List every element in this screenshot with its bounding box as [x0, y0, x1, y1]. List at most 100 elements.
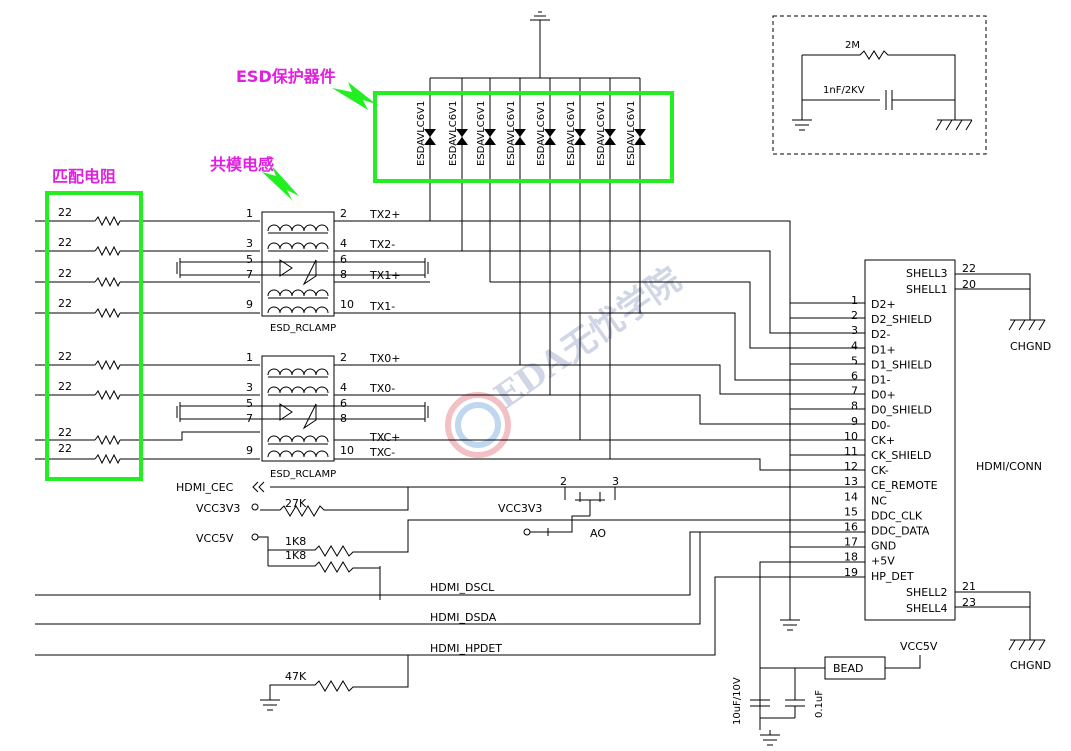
- watermark-text: EDA无忧学院: [487, 260, 688, 418]
- resistor-label: 22: [58, 267, 72, 280]
- shell-label: SHELL1: [906, 283, 947, 296]
- net-label: TX0-: [369, 382, 395, 395]
- connector-pin-number: 17: [844, 536, 858, 549]
- annotations: ESD保护器件 共模电感 匹配电阻: [45, 67, 674, 481]
- shell-num: 22: [962, 262, 976, 275]
- connector-pin-name: D1-: [871, 374, 890, 387]
- watermark: EDA无忧学院: [445, 260, 689, 458]
- c1n-label: 1nF/2KV: [823, 85, 865, 96]
- r2m-label: 2M: [845, 40, 860, 51]
- connector-pin-number: 14: [844, 490, 858, 503]
- connector-pin-name: NC: [871, 494, 887, 507]
- esd-part-label: ESDAVLC6V1: [416, 101, 427, 166]
- esd-part-label: ESDAVLC6V1: [596, 101, 607, 166]
- resistor-label: 22: [58, 206, 72, 219]
- connector-pin-number: 1: [851, 294, 858, 307]
- shell-label: SHELL2: [906, 586, 947, 599]
- connector-name: HDMI/CONN: [976, 460, 1042, 473]
- connector-pin-number: 8: [851, 400, 858, 413]
- resistor-label: 22: [58, 297, 72, 310]
- connector-pin-name: DDC_DATA: [871, 525, 930, 538]
- connector-pin-name: D1+: [871, 343, 896, 356]
- connector-pin-number: 16: [844, 521, 858, 534]
- cmc1-pin: 9: [246, 298, 253, 311]
- esd-part-label: ESDAVLC6V1: [506, 101, 517, 166]
- net-label: TX1+: [369, 269, 400, 282]
- resistor-label: 22: [58, 236, 72, 249]
- cmc1-pin: 7: [246, 268, 253, 281]
- connector-pin-name: CK-: [871, 464, 889, 477]
- cmc1-pin: 10: [340, 298, 354, 311]
- esd-highlight-box: [373, 91, 674, 183]
- cmc2-pin: 3: [246, 381, 253, 394]
- net-label: TXC+: [369, 431, 400, 444]
- connector-pin-number: 9: [851, 415, 858, 428]
- signal-routing: HDMI_CEC VCC3V3 27K 2 3 AO VCC3V3 VCC5V …: [35, 220, 938, 746]
- connector-pin-number: 12: [844, 460, 858, 473]
- connector-pin-name: GND: [871, 540, 896, 553]
- cmc1-pin: 5: [246, 253, 253, 266]
- vcc5v-label: VCC5V: [196, 532, 234, 545]
- resistor-annotation: 匹配电阻: [52, 167, 116, 186]
- resistor-label: 22: [58, 426, 72, 439]
- shell-label: SHELL4: [906, 602, 947, 615]
- chgnd-label: CHGND: [1010, 340, 1051, 353]
- net-label: TX2-: [369, 238, 395, 251]
- esd-part-label: ESDAVLC6V1: [536, 101, 547, 166]
- connector-pin-number: 3: [851, 324, 858, 337]
- match-resistors: 22 22 22 22 22 22 22 22: [35, 206, 260, 465]
- cmc2-pin: 1: [246, 351, 253, 364]
- cmc1-pin: 2: [340, 207, 347, 220]
- resistor-label: 22: [58, 380, 72, 393]
- connector-pin-name: DDC_CLK: [871, 509, 923, 522]
- connector-pin-name: D2-: [871, 328, 890, 341]
- connector-pin-number: 7: [851, 385, 858, 398]
- net-label: TXC-: [369, 446, 395, 459]
- cmc-2: 1 2 3 4 5 6 7 8 9 10 ESD_RCLAMP TX0+ TX0…: [176, 351, 610, 480]
- connector-pin-name: D0_SHIELD: [871, 404, 932, 417]
- shell-num: 23: [962, 596, 976, 609]
- connector-pin-number: 15: [844, 505, 858, 518]
- cmc1-pin: 1: [246, 207, 253, 220]
- esd-part-label: ESDAVLC6V1: [448, 101, 459, 166]
- shield-network: 2M 1nF/2KV: [772, 15, 987, 155]
- connector-pin-number: 2: [851, 309, 858, 322]
- vcc3v3-label: VCC3V3: [196, 502, 240, 515]
- net-label: TX1-: [369, 300, 395, 313]
- cmc1-pin: 8: [340, 268, 347, 281]
- connector-pin-name: D0+: [871, 389, 896, 402]
- esd-part-label: ESDAVLC6V1: [626, 101, 637, 166]
- cmc2-pin: 4: [340, 381, 347, 394]
- connector-pin-name: D1_SHIELD: [871, 358, 932, 371]
- connector-pin-name: +5V: [871, 555, 895, 568]
- connector-pin-number: 10: [844, 430, 858, 443]
- vcc3v3-label-b: VCC3V3: [498, 502, 542, 515]
- esd-annotation: ESD保护器件: [236, 67, 336, 86]
- c10u-label: 10uF/10V: [732, 677, 743, 725]
- shell-label: SHELL3: [906, 267, 947, 280]
- resistor-label: 22: [58, 442, 72, 455]
- cmc1-pin: 6: [340, 253, 347, 266]
- esd-part-label: ESDAVLC6V1: [476, 101, 487, 166]
- r1k8-label: 1K8: [285, 535, 306, 548]
- cmc2-pin: 7: [246, 412, 253, 425]
- connector-pin-name: HP_DET: [871, 570, 914, 583]
- connector-pin-name: CE_REMOTE: [871, 479, 938, 492]
- cmc2-name: ESD_RCLAMP: [270, 469, 336, 480]
- connector-pin-name: D2+: [871, 298, 896, 311]
- connector-pin-name: CK+: [871, 434, 895, 447]
- shell-num: 20: [962, 278, 976, 291]
- net-label-dscl: HDMI_DSCL: [430, 581, 495, 594]
- net-label: TX2+: [369, 208, 400, 221]
- net-label: TX0+: [369, 352, 400, 365]
- cmc2-pin: 6: [340, 397, 347, 410]
- cmc2-pin: 10: [340, 444, 354, 457]
- resistor-label: 22: [58, 350, 72, 363]
- r47k-label: 47K: [285, 670, 307, 683]
- esd-arrow-icon: [332, 82, 376, 110]
- bead-label: BEAD: [833, 662, 864, 675]
- r1k8-label: 1K8: [285, 549, 306, 562]
- connector-pin-name: D2_SHIELD: [871, 313, 932, 326]
